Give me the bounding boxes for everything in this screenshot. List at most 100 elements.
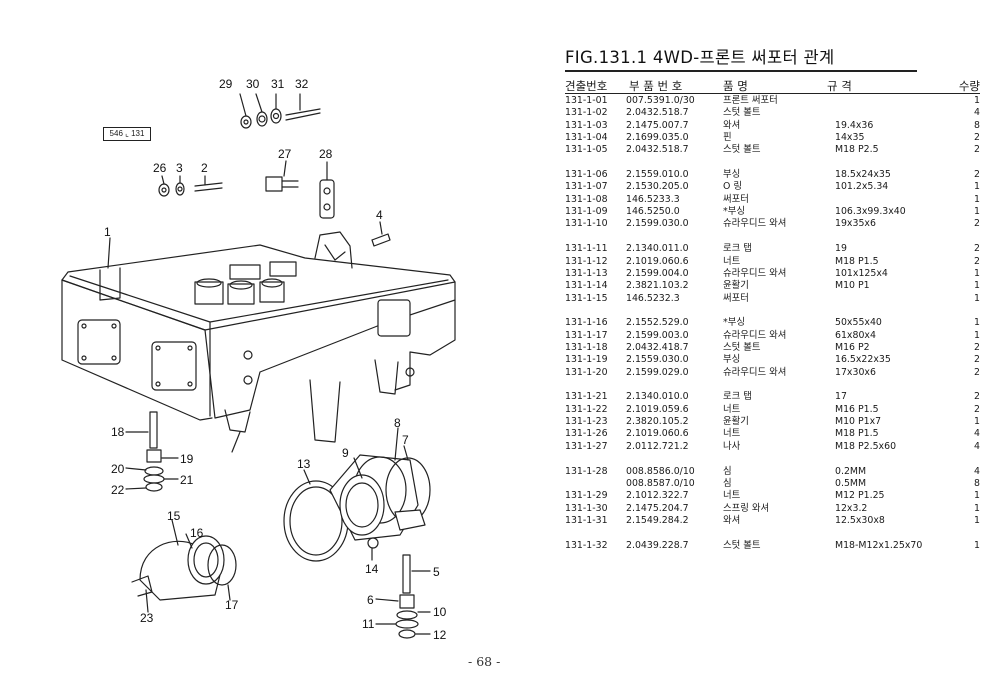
part-number: 2.1599.030.0	[626, 218, 689, 230]
part-spec: M18 P1.5	[835, 428, 879, 440]
part-number: 2.1552.529.0	[626, 317, 689, 329]
part-code: 131-1-32	[565, 539, 608, 551]
part-code: 131-1-27	[565, 440, 608, 452]
part-number: 2.1019.059.6	[626, 403, 689, 415]
pin-drawing	[371, 221, 391, 247]
part-spec: 14x35	[835, 132, 865, 144]
part-number: 2.1340.011.0	[626, 243, 689, 255]
front-supporter-housing-drawing	[61, 231, 456, 453]
header-spec: 규 격	[827, 79, 852, 93]
part-name: 스텃 볼트	[723, 539, 761, 551]
part-number: 2.1599.003.0	[626, 329, 689, 341]
part-spec: M12 P1.25	[835, 490, 885, 502]
header-name: 품 명	[723, 79, 748, 93]
part-number: 146.5250.0	[626, 206, 680, 218]
part-code: 131-1-26	[565, 428, 608, 440]
callout-28: 28	[319, 147, 333, 161]
callout-18: 18	[111, 425, 125, 439]
callout-13: 13	[297, 457, 311, 471]
column-header-row: 견출번호 부 품 번 호 품 명 규 격 수량	[565, 76, 980, 94]
part-qty: 1	[974, 181, 980, 193]
part-name: 부싱	[723, 354, 741, 366]
part-name: 슈라우디드 와셔	[723, 218, 787, 230]
part-spec: 101x125x4	[835, 267, 888, 279]
callout-31: 31	[271, 77, 285, 91]
part-qty: 2	[974, 391, 980, 403]
part-name: *부싱	[723, 317, 745, 329]
part-qty: 8	[974, 477, 980, 489]
part-qty: 8	[974, 119, 980, 131]
part-name: 로크 탭	[723, 243, 752, 255]
part-qty: 2	[974, 354, 980, 366]
part-code: 131-1-09	[565, 206, 608, 218]
part-name: 핀	[723, 132, 732, 144]
part-number: 146.5232.3	[626, 292, 680, 304]
part-code: 131-1-04	[565, 132, 608, 144]
part-name: 스텃 볼트	[723, 107, 761, 119]
callout-9: 9	[342, 446, 349, 460]
part-qty: 1	[974, 267, 980, 279]
part-qty: 2	[974, 255, 980, 267]
callout-20: 20	[111, 462, 125, 476]
part-qty: 2	[974, 218, 980, 230]
part-qty: 4	[974, 465, 980, 477]
part-number: 2.1475.204.7	[626, 502, 689, 514]
part-name: 써포터	[723, 193, 749, 205]
part-qty: 1	[974, 416, 980, 428]
part-number: 2.1019.060.6	[626, 255, 689, 267]
callout-19: 19	[180, 452, 194, 466]
stud-lock-tab-stack-drawing	[375, 554, 431, 639]
part-qty: 1	[974, 280, 980, 292]
part-name: 슈라우디드 와셔	[723, 267, 787, 279]
figure-title: FIG.131.1 4WD-프론트 써포터 관계	[565, 48, 835, 67]
callout-11: 11	[362, 617, 375, 631]
part-code: 131-1-07	[565, 181, 608, 193]
part-spec: 19	[835, 243, 847, 255]
callout-23: 23	[140, 611, 154, 625]
part-number: 2.1549.284.2	[626, 514, 689, 526]
callout-26: 26	[153, 161, 167, 175]
parts-drawing	[61, 93, 456, 639]
part-qty: 1	[974, 514, 980, 526]
part-qty: 1	[974, 490, 980, 502]
part-qty: 2	[974, 132, 980, 144]
nut-washer-stud-drawing	[239, 93, 321, 129]
part-number: 2.3821.103.2	[626, 280, 689, 292]
title-underline	[565, 70, 917, 72]
part-qty: 1	[974, 95, 980, 106]
part-spec: M18 P1.5	[835, 255, 879, 267]
part-code: 131-1-22	[565, 403, 608, 415]
part-qty: 1	[974, 329, 980, 341]
lock-tab-drawing	[319, 161, 335, 219]
callout-8: 8	[394, 416, 401, 430]
part-number: 2.0432.418.7	[626, 342, 689, 354]
callout-27: 27	[278, 147, 292, 161]
part-code: 131-1-17	[565, 329, 608, 341]
part-spec: 50x55x40	[835, 317, 882, 329]
part-name: 스프링 와셔	[723, 502, 770, 514]
part-spec: 106.3x99.3x40	[835, 206, 906, 218]
part-code: 131-1-13	[565, 267, 608, 279]
part-name: 슈라우디드 와셔	[723, 329, 787, 341]
part-qty: 2	[974, 366, 980, 378]
part-number: 2.0112.721.2	[626, 440, 689, 452]
part-code: 131-1-03	[565, 119, 608, 131]
part-name: 프론트 써포터	[723, 95, 778, 106]
